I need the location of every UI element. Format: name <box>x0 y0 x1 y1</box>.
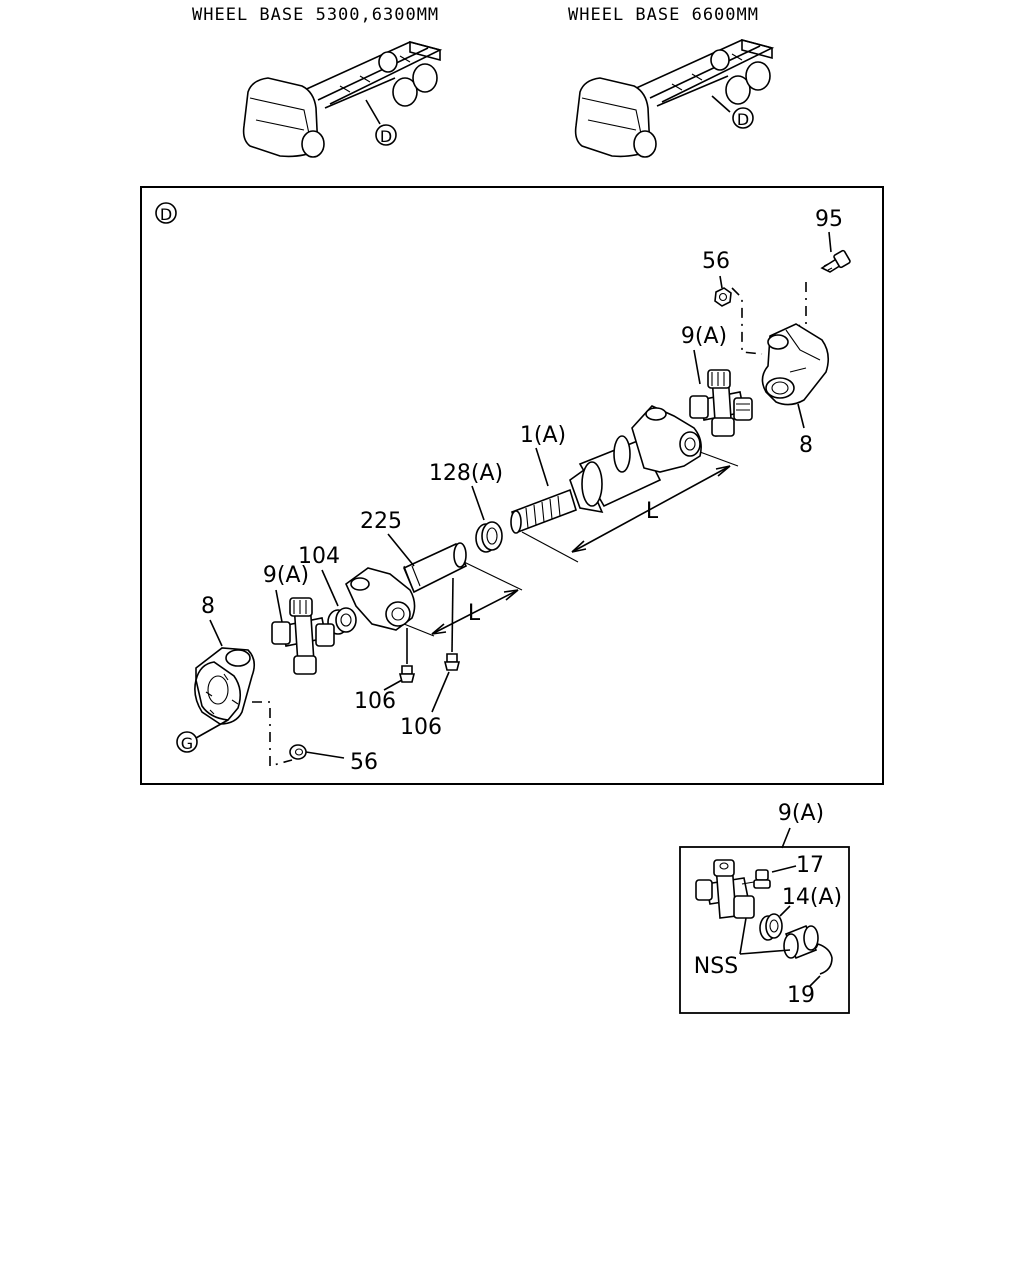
label-8-left: 8 <box>201 594 215 619</box>
propeller-shaft-main <box>510 405 702 534</box>
label-l-long: L <box>646 499 659 524</box>
detail-frame <box>140 186 884 785</box>
inset-bearing-cup <box>783 924 819 960</box>
label-106-a: 106 <box>354 689 396 714</box>
nut-56-top <box>714 287 732 307</box>
flange-yoke-left <box>194 647 256 725</box>
inset-label-17: 17 <box>796 853 824 878</box>
callout-d-left: D <box>380 127 392 146</box>
callout-g-circle <box>176 731 198 753</box>
truck-chassis-right: D <box>574 38 775 158</box>
seal-128a <box>475 521 503 553</box>
label-9a-right: 9(A) <box>681 324 727 349</box>
callout-circle-right <box>732 107 754 129</box>
label-95: 95 <box>815 207 843 232</box>
inset-label-nss: NSS <box>694 954 738 979</box>
label-56-top: 56 <box>702 249 730 274</box>
label-104: 104 <box>298 544 340 569</box>
detail-ref-circle <box>155 202 177 224</box>
label-9a-left: 9(A) <box>263 563 309 588</box>
sleeve-yoke-225 <box>345 542 468 631</box>
label-1a: 1(A) <box>520 423 566 448</box>
inset-label-19: 19 <box>787 983 815 1008</box>
detail-ref-d: D <box>160 205 172 224</box>
header-wheelbase-left: WHEEL BASE 5300,6300MM <box>192 5 439 25</box>
label-225: 225 <box>360 509 402 534</box>
label-106-b: 106 <box>400 715 442 740</box>
label-8-right: 8 <box>799 433 813 458</box>
inset-title: 9(A) <box>778 801 824 826</box>
flange-yoke-right <box>761 323 830 406</box>
label-128a: 128(A) <box>429 461 503 486</box>
inset-seal-14a <box>759 913 783 941</box>
inset-label-14a: 14(A) <box>782 885 842 910</box>
callout-g: G <box>181 734 193 753</box>
grease-nipple-106-a <box>398 628 416 683</box>
inset-snap-ring-19 <box>815 943 833 975</box>
header-wheelbase-right: WHEEL BASE 6600MM <box>568 5 759 25</box>
universal-joint-right <box>689 369 753 437</box>
truck-chassis-left: D <box>242 40 443 158</box>
label-56-bottom: 56 <box>350 750 378 775</box>
dimension-l-short <box>403 561 523 637</box>
dimension-l-long <box>521 451 739 563</box>
label-l-short: L <box>468 601 481 626</box>
inset-cross-joint <box>695 859 755 919</box>
nut-56-bottom <box>289 744 307 760</box>
inset-grease-nipple-17 <box>741 869 771 889</box>
universal-joint-left <box>271 597 335 675</box>
callout-circle-left <box>375 124 397 146</box>
callout-d-right: D <box>737 110 749 129</box>
inset-frame <box>679 846 850 1014</box>
bolt-95 <box>820 249 851 273</box>
grease-nipple-106-b <box>443 577 461 671</box>
